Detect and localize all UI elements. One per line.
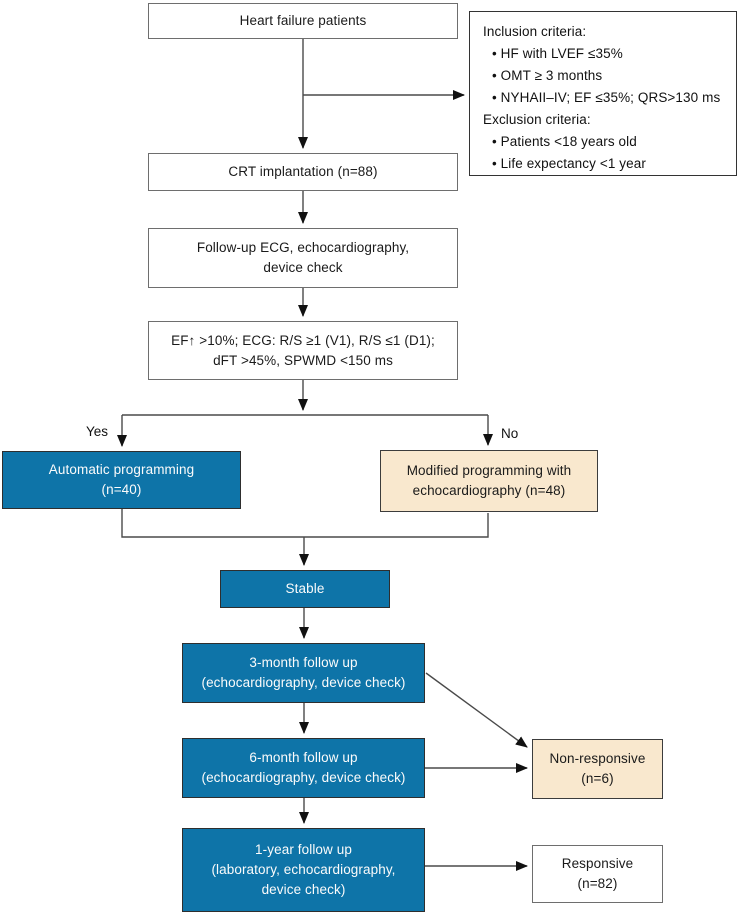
criteria-line: • HF with LVEF ≤35% [492, 46, 623, 61]
node-inclusion-exclusion-criteria: Inclusion criteria: • HF with LVEF ≤35% … [469, 11, 737, 176]
node-label-line: 6-month follow up [249, 750, 358, 765]
criteria-line: Exclusion criteria: [483, 112, 591, 127]
node-label-line: 3-month follow up [249, 655, 358, 670]
node-ef-ecg-criteria: EF↑ >10%; ECG: R/S ≥1 (V1), R/S ≤1 (D1);… [148, 321, 458, 380]
node-label: Stable [285, 581, 325, 596]
node-label-line: (n=6) [581, 771, 614, 786]
node-label: Heart failure patients [239, 13, 367, 28]
node-responsive: Responsive (n=82) [532, 845, 663, 903]
node-6-month-followup: 6-month follow up (echocardiography, dev… [182, 738, 425, 798]
node-label-line: (echocardiography, device check) [201, 675, 406, 690]
criteria-line: Inclusion criteria: [483, 24, 587, 39]
criteria-line: • Life expectancy <1 year [492, 156, 646, 171]
node-crt-implantation: CRT implantation (n=88) [148, 153, 458, 191]
node-label-line: Follow-up ECG, echocardiography, [196, 240, 410, 255]
node-heart-failure-patients: Heart failure patients [148, 3, 458, 39]
node-label-line: (echocardiography, device check) [201, 770, 406, 785]
branch-label-yes: Yes [86, 424, 109, 439]
node-label-line: Responsive [561, 856, 634, 871]
node-followup-ecg-echo-device: Follow-up ECG, echocardiography, device … [148, 228, 458, 288]
branch-label-no: No [501, 426, 519, 441]
criteria-line: • OMT ≥ 3 months [492, 68, 603, 83]
node-stable: Stable [220, 570, 390, 608]
node-3-month-followup: 3-month follow up (echocardiography, dev… [182, 643, 425, 703]
node-label-line: 1-year follow up [255, 842, 352, 857]
edge-3month-to-nonresponsive [425, 672, 528, 748]
criteria-line: • Patients <18 years old [492, 134, 637, 149]
edge-merge-lines [121, 509, 489, 538]
node-label-line: dFT >45%, SPWMD <150 ms [213, 352, 393, 368]
node-label-line: (laboratory, echocardiography, [211, 862, 396, 877]
node-non-responsive: Non-responsive (n=6) [532, 739, 663, 799]
node-label-line: device check [263, 260, 343, 275]
node-label-line: EF↑ >10%; ECG: R/S ≥1 (V1), R/S ≤1 (D1); [171, 332, 435, 348]
node-label: CRT implantation (n=88) [228, 164, 378, 179]
node-automatic-programming: Automatic programming (n=40) [2, 451, 241, 509]
node-label-line: Modified programming with [406, 463, 572, 478]
node-label-line: device check) [261, 882, 346, 897]
node-label-line: Automatic programming [48, 462, 195, 477]
node-label-line: echocardiography (n=48) [412, 483, 566, 498]
node-1-year-followup: 1-year follow up (laboratory, echocardio… [182, 828, 425, 912]
node-label-line: (n=82) [577, 876, 618, 891]
node-modified-programming: Modified programming with echocardiograp… [380, 450, 598, 512]
node-label-line: (n=40) [101, 482, 142, 497]
criteria-line: • NYHAII–IV; EF ≤35%; QRS>130 ms [492, 90, 721, 105]
node-label-line: Non-responsive [549, 751, 646, 766]
